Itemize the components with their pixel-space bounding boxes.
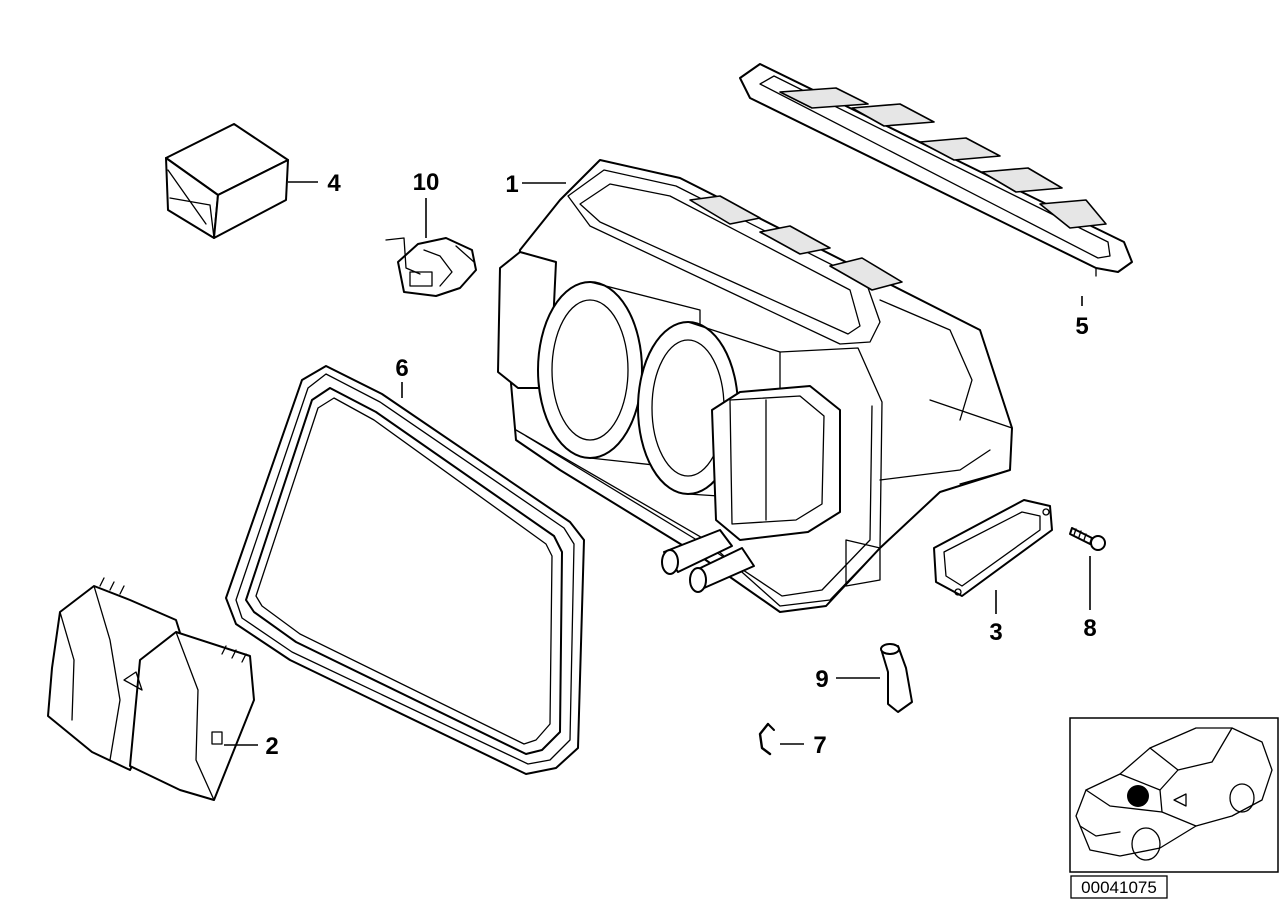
part-10-actuator bbox=[385, 237, 477, 297]
callout-8: 8 bbox=[1083, 615, 1096, 642]
callout-6: 6 bbox=[395, 355, 408, 382]
part-4-foam-block bbox=[165, 123, 289, 239]
part-5-frame bbox=[739, 63, 1133, 277]
callout-5: 5 bbox=[1075, 313, 1088, 340]
locator-inset bbox=[1069, 717, 1279, 873]
part-6-seal bbox=[225, 365, 585, 775]
part-3-gasket bbox=[933, 499, 1053, 597]
callout-7: 7 bbox=[813, 732, 826, 759]
part-7-clip bbox=[758, 722, 775, 756]
callout-9: 9 bbox=[815, 666, 828, 693]
part-9-hose bbox=[880, 643, 913, 713]
part-8-screw bbox=[1069, 527, 1106, 551]
leader-lines bbox=[224, 181, 1091, 746]
image-code: 00041075 bbox=[1081, 878, 1157, 897]
part-2-air-guides bbox=[47, 577, 255, 801]
callout-10: 10 bbox=[413, 169, 440, 196]
callout-3: 3 bbox=[989, 619, 1002, 646]
callout-4: 4 bbox=[327, 170, 341, 197]
callout-1: 1 bbox=[505, 171, 518, 198]
part-1-housing bbox=[497, 159, 1013, 613]
callout-2: 2 bbox=[265, 733, 278, 760]
image-code-box: 00041075 bbox=[1070, 875, 1168, 899]
callout-labels: 1 2 3 4 5 6 7 8 9 10 bbox=[265, 169, 1096, 760]
car-outline-icon bbox=[1075, 727, 1273, 861]
location-dot-icon bbox=[1127, 785, 1149, 807]
